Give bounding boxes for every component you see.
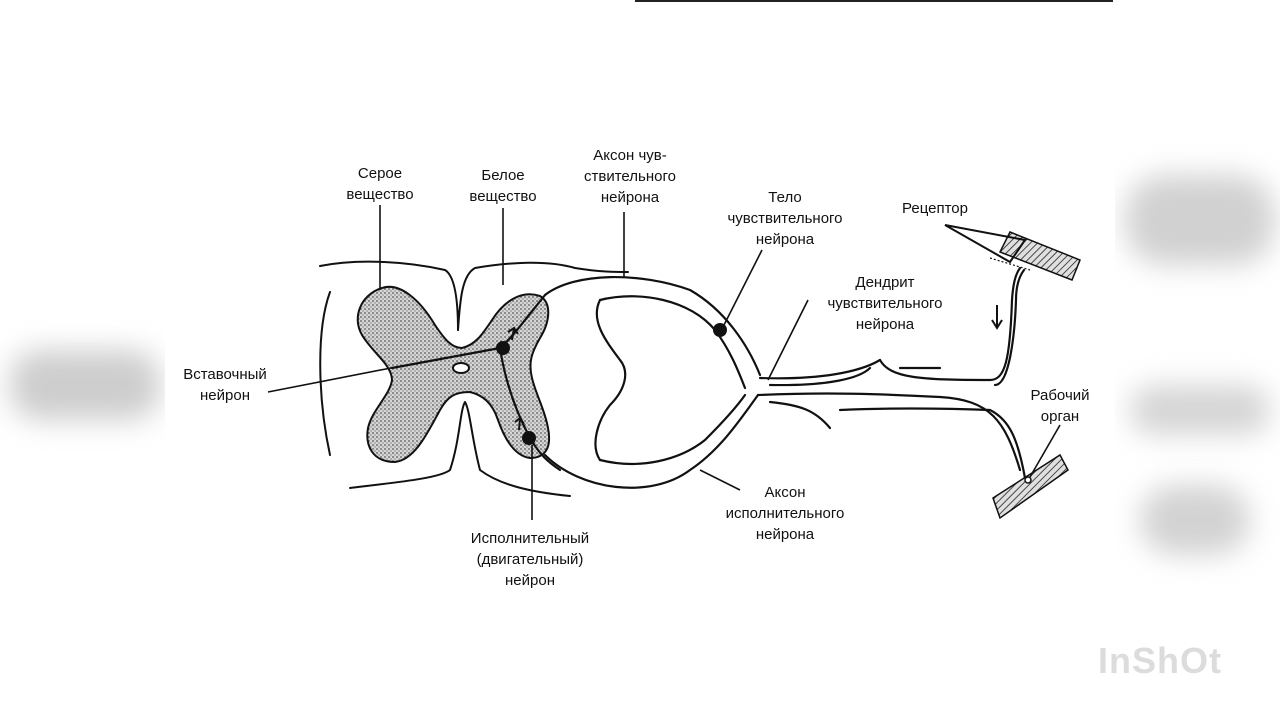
interneuron-body (496, 341, 510, 355)
spinal-nerve-bottom-2 (768, 400, 832, 430)
label-white-matter: Белое вещество (469, 167, 537, 205)
leader-interneuron (267, 366, 397, 393)
sensory-neuron-body (713, 323, 727, 337)
right-blur-shape-2 (1130, 385, 1270, 435)
leader-dendrite (767, 299, 809, 381)
right-blur-shape-3 (1140, 485, 1250, 555)
receptor-dash-edge (989, 257, 1031, 271)
interneuron-process (390, 346, 502, 370)
spinal-cord-top-outline (319, 260, 459, 331)
arrow-up-2 (514, 416, 525, 431)
label-sensory-body: Тело чувствительного нейрона (727, 189, 843, 248)
dendrite-path-2 (993, 268, 1026, 387)
label-motor-neuron: Исполнительный (двигательный) нейрон (470, 530, 590, 589)
spinal-nerve-inner (768, 366, 872, 387)
central-canal-inner (452, 362, 470, 374)
motor-process (498, 346, 532, 440)
diagram-panel (165, 140, 1115, 590)
label-receptor: Рецептор (902, 200, 968, 217)
leader-sensory-body (723, 249, 763, 326)
motor-neuron-body (522, 431, 536, 445)
label-sensory-axon: Аксон чув- ствительного нейрона (584, 147, 676, 206)
dorsal-root-inner (598, 295, 747, 390)
label-effector: Рабочий орган (1030, 387, 1090, 425)
right-blur-shape-1 (1125, 175, 1275, 265)
spinal-cord-left-edge (319, 291, 331, 456)
label-interneuron: Вставочный нейрон (183, 366, 267, 404)
label-motor-axon: Аксон исполнительного нейрона (725, 484, 845, 543)
spinal-nerve-bottom-3 (838, 407, 1027, 480)
leader-motor-axon (699, 469, 741, 491)
ventral-root-inner (598, 393, 747, 466)
spinal-cord-bottom-outline (349, 401, 571, 497)
leader-effector (1029, 424, 1061, 478)
label-sensory-dendrite: Дендрит чувствительного нейрона (827, 274, 943, 333)
top-rule (635, 0, 1113, 2)
spinal-cord-top-outline-right (457, 261, 629, 331)
down-arrow (991, 305, 1003, 330)
effector-hatch (992, 453, 1069, 520)
effector-ending (1024, 476, 1032, 484)
spinal-nerve-top (758, 358, 882, 380)
dorsal-root-outer (543, 275, 762, 377)
ganglion-loop (594, 298, 627, 462)
receptor-hatch (998, 231, 1081, 281)
receptor-tip (944, 224, 1027, 264)
spinal-nerve-bottom (756, 392, 1022, 472)
inshot-watermark: InShOt (1098, 640, 1222, 681)
arrow-up-1 (507, 326, 519, 341)
label-gray-matter: Серое вещество (346, 165, 414, 203)
ventral-root-outer (543, 393, 760, 489)
left-blur-shape-1 (10, 350, 160, 420)
spinal-nerve-top-2 (878, 266, 1022, 382)
gray-matter (356, 285, 550, 464)
